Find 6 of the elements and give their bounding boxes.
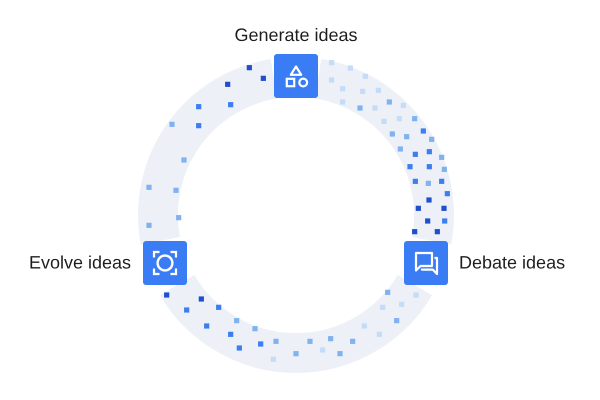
ring-arc [314,59,454,244]
ring-arc [160,274,432,373]
step-label: Generate ideas [234,25,358,46]
ring-arc [138,59,278,244]
step-label: Evolve ideas [28,252,131,274]
step-label: Debate ideas [459,252,566,274]
